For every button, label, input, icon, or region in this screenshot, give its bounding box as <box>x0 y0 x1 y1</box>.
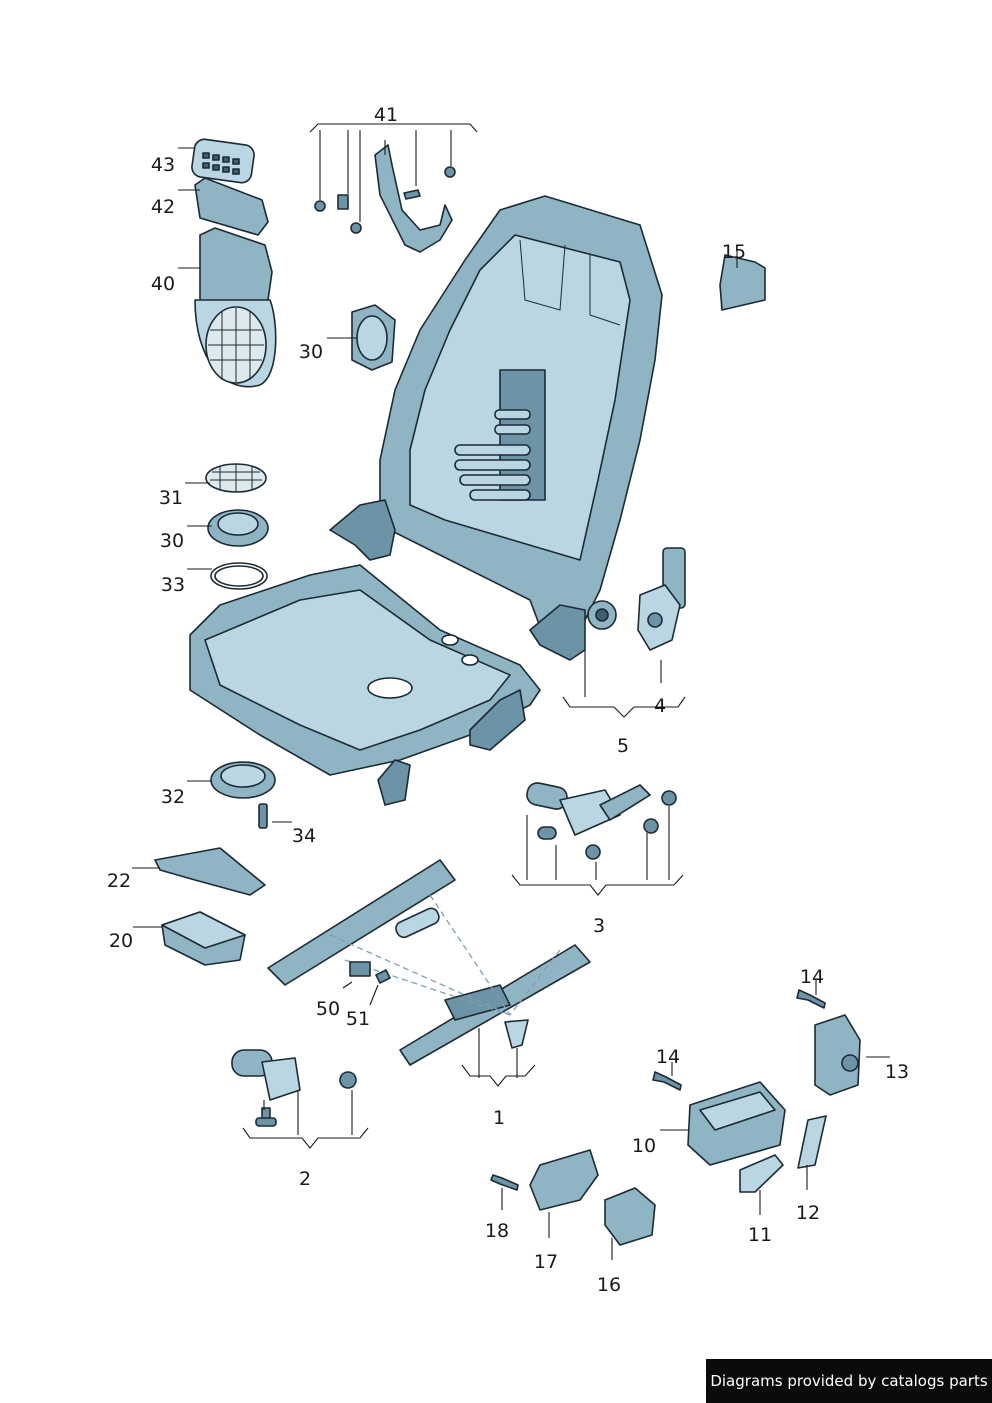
label-50: 50 <box>316 998 340 1020</box>
label-3: 3 <box>593 915 605 937</box>
label-32: 32 <box>161 786 185 808</box>
label-1: 1 <box>493 1107 505 1129</box>
speaker-parts <box>205 304 396 829</box>
label-42: 42 <box>151 196 175 218</box>
callout-labels: 41 43 42 40 30 15 31 30 33 4 5 32 34 22 … <box>107 104 909 1296</box>
label-41: 41 <box>374 104 398 126</box>
height-motor-assembly <box>526 782 677 860</box>
switch-parts <box>490 254 861 1246</box>
control-units <box>154 847 266 966</box>
attribution-banner: Diagrams provided by catalogs parts <box>706 1359 992 1403</box>
label-30-bottom: 30 <box>160 530 184 552</box>
backrest-adjuster <box>637 547 686 651</box>
label-12: 12 <box>796 1202 820 1224</box>
seat-cushion-frame <box>189 564 541 806</box>
label-22: 22 <box>107 870 131 892</box>
label-30-top: 30 <box>299 341 323 363</box>
label-43: 43 <box>151 154 175 176</box>
label-14-top: 14 <box>800 966 824 988</box>
label-17: 17 <box>534 1251 558 1273</box>
label-34: 34 <box>292 825 316 847</box>
label-2: 2 <box>299 1168 311 1190</box>
label-33: 33 <box>161 574 185 596</box>
label-31: 31 <box>159 487 183 509</box>
fan-housing-group <box>191 138 277 388</box>
longitudinal-motor-assembly <box>231 1049 357 1127</box>
seat-rail-assembly <box>267 859 591 1066</box>
seat-backrest-frame <box>329 195 663 661</box>
attribution-text: Diagrams provided by catalogs parts <box>710 1372 988 1390</box>
label-51: 51 <box>346 1008 370 1030</box>
label-15: 15 <box>722 241 746 263</box>
bracket-41 <box>314 144 456 253</box>
label-14-bottom: 14 <box>656 1046 680 1068</box>
label-4: 4 <box>654 695 666 717</box>
label-11: 11 <box>748 1224 772 1246</box>
label-5: 5 <box>617 735 629 757</box>
label-40: 40 <box>151 273 175 295</box>
label-10: 10 <box>632 1135 656 1157</box>
label-20: 20 <box>109 930 133 952</box>
label-16: 16 <box>597 1274 621 1296</box>
label-18: 18 <box>485 1220 509 1242</box>
leader-lines <box>132 123 890 1260</box>
label-13: 13 <box>885 1061 909 1083</box>
